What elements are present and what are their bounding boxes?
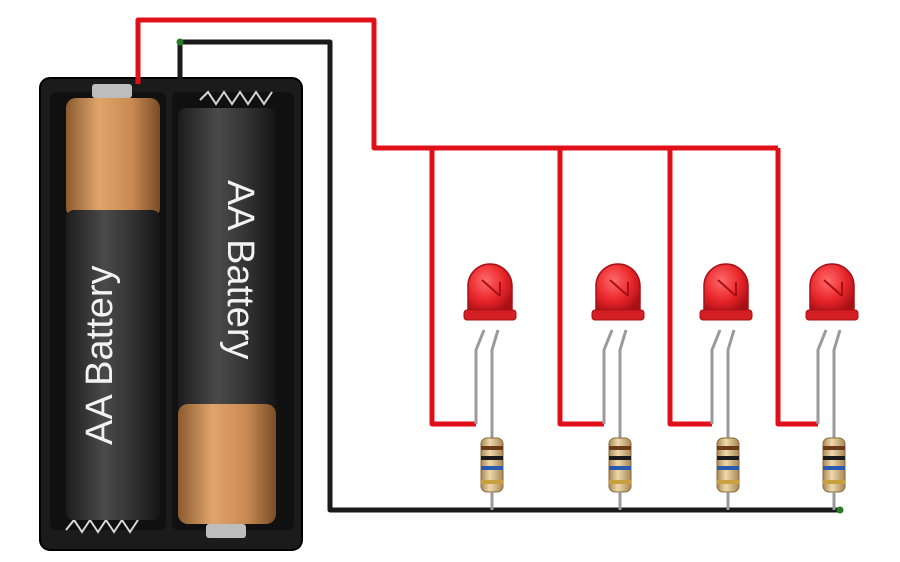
- battery-right: AA Battery: [178, 108, 276, 538]
- negative-wire: [177, 39, 840, 513]
- resistor-1: [480, 437, 504, 510]
- spring-bottom-left: [65, 518, 139, 534]
- spring-top-right: [199, 90, 273, 106]
- resistor-4: [822, 437, 846, 510]
- components: [463, 263, 859, 510]
- led-3: [699, 263, 753, 440]
- led-4: [805, 263, 859, 440]
- led-1: [463, 263, 517, 440]
- battery-left-label: AA Battery: [79, 265, 121, 445]
- battery-right-label: AA Battery: [219, 180, 261, 360]
- junction-dot: [176, 38, 184, 46]
- battery-left: AA Battery: [66, 84, 160, 520]
- resistor-2: [608, 437, 632, 510]
- junction-dot: [836, 506, 844, 514]
- positive-wire: [135, 17, 818, 427]
- led-2: [591, 263, 645, 440]
- resistor-3: [716, 437, 740, 510]
